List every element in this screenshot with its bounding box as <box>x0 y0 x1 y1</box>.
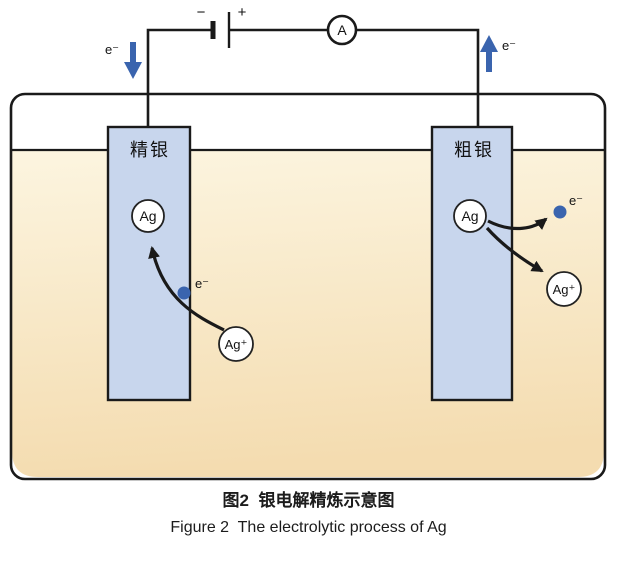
cathode-electrode <box>106 125 192 402</box>
battery: − + <box>197 4 247 48</box>
electron-label-right: e⁻ <box>502 38 516 53</box>
deposition-arrow <box>148 246 225 332</box>
left-electron-dot <box>177 286 191 300</box>
caption-en: Figure 2 The electrolytic process of Ag <box>170 519 447 536</box>
dissolution-arrow <box>485 226 544 273</box>
electron-flow-right: e⁻ <box>480 35 516 72</box>
battery-minus-label: − <box>197 4 206 21</box>
right-ag-ion-particle <box>546 271 582 307</box>
caption-zh: 图2 银电解精炼示意图 <box>222 491 395 510</box>
anode-label: 粗银 <box>454 140 494 160</box>
left-ag-label: Ag <box>139 208 156 224</box>
wire-right <box>356 28 480 127</box>
right-electron-dot-label: e⁻ <box>569 193 583 208</box>
tank-outline <box>9 92 607 481</box>
right-ag-particle <box>453 199 487 233</box>
electron-label-left: e⁻ <box>105 42 119 57</box>
battery-plus-label: + <box>238 4 247 21</box>
left-ag-particle <box>131 199 165 233</box>
ammeter: A <box>326 14 358 46</box>
anode-electrode <box>430 125 514 402</box>
right-ag-label: Ag <box>461 208 478 224</box>
electrolyte-liquid <box>12 150 604 477</box>
left-ag-ion-particle <box>218 326 254 362</box>
anode-reaction: Ag e⁻ Ag⁺ <box>453 193 583 307</box>
cathode-label: 精银 <box>130 140 170 160</box>
electrolysis-diagram: − + A e⁻ e⁻ 精银 粗银 Ag e⁻ <box>9 4 607 481</box>
left-ag-ion-label: Ag⁺ <box>225 337 248 352</box>
right-electron-dot <box>553 205 567 219</box>
wire-left <box>146 28 211 127</box>
electron-arrow-left-head <box>124 62 142 79</box>
electron-flow-left: e⁻ <box>105 42 142 79</box>
left-electron-dot-label: e⁻ <box>195 276 209 291</box>
ammeter-circle <box>326 14 358 46</box>
electron-release-arrow <box>487 217 548 231</box>
electron-arrow-right-head <box>480 35 498 52</box>
cathode-reaction: Ag e⁻ Ag⁺ <box>131 199 254 362</box>
ammeter-label: A <box>337 22 347 38</box>
figure-captions: 图2 银电解精炼示意图 Figure 2 The electrolytic pr… <box>0 488 617 542</box>
right-ag-ion-label: Ag⁺ <box>553 282 576 297</box>
